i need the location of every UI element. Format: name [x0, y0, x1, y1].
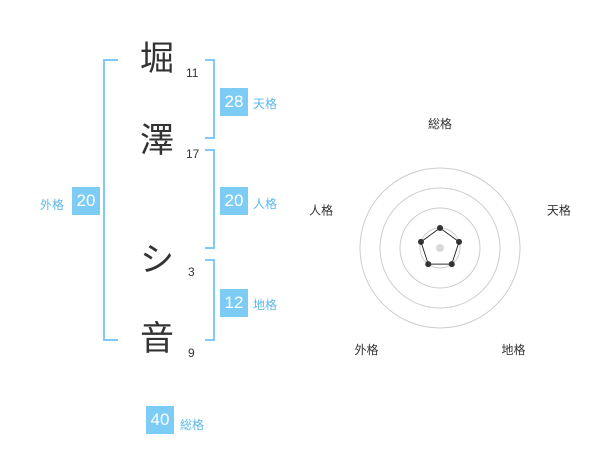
stroke-count-4: 9 — [188, 346, 195, 360]
radar-center — [436, 244, 444, 252]
chikaku-value: 12 — [220, 289, 248, 317]
stroke-count-3: 3 — [188, 265, 195, 279]
radar-point-1 — [437, 225, 443, 231]
chikaku-label: 地格 — [253, 298, 278, 312]
soukaku-value: 40 — [146, 406, 174, 434]
radar-ring — [399, 207, 481, 289]
stroke-count-2: 17 — [186, 147, 200, 161]
name-char-2: 澤 — [140, 121, 174, 161]
gaikaku-value: 20 — [72, 187, 100, 215]
tenkaku-bracket — [205, 59, 215, 139]
name-char-4: 音 — [140, 319, 174, 359]
radar-point-4 — [425, 261, 432, 268]
jinkaku-value: 20 — [220, 187, 248, 215]
radar-point-3 — [448, 261, 455, 268]
name-char-3: シ — [140, 240, 174, 280]
tenkaku-value: 28 — [220, 88, 248, 116]
radar-polygon — [420, 227, 460, 265]
soukaku-label: 総格 — [180, 418, 205, 432]
radar-ring — [379, 187, 501, 309]
jinkaku-label: 人格 — [253, 197, 278, 211]
axis-label-tenkaku: 天格 — [547, 202, 571, 217]
axis-label-gaikaku: 外格 — [355, 342, 379, 357]
radar-point-2 — [456, 238, 463, 245]
chikaku-bracket — [205, 259, 215, 341]
gaikaku-label: 外格 — [40, 198, 65, 212]
gaikaku-bracket — [103, 59, 118, 341]
axis-label-jinkaku: 人格 — [309, 202, 333, 217]
axis-label-chikaku: 地格 — [501, 342, 525, 357]
name-char-1: 堀 — [140, 39, 174, 79]
jinkaku-bracket — [205, 149, 215, 249]
tenkaku-label: 天格 — [253, 97, 278, 111]
radar-ring — [359, 167, 521, 329]
stroke-count-1: 11 — [186, 66, 199, 80]
radar-point-5 — [417, 238, 424, 245]
axis-label-soukaku: 総格 — [428, 116, 452, 131]
